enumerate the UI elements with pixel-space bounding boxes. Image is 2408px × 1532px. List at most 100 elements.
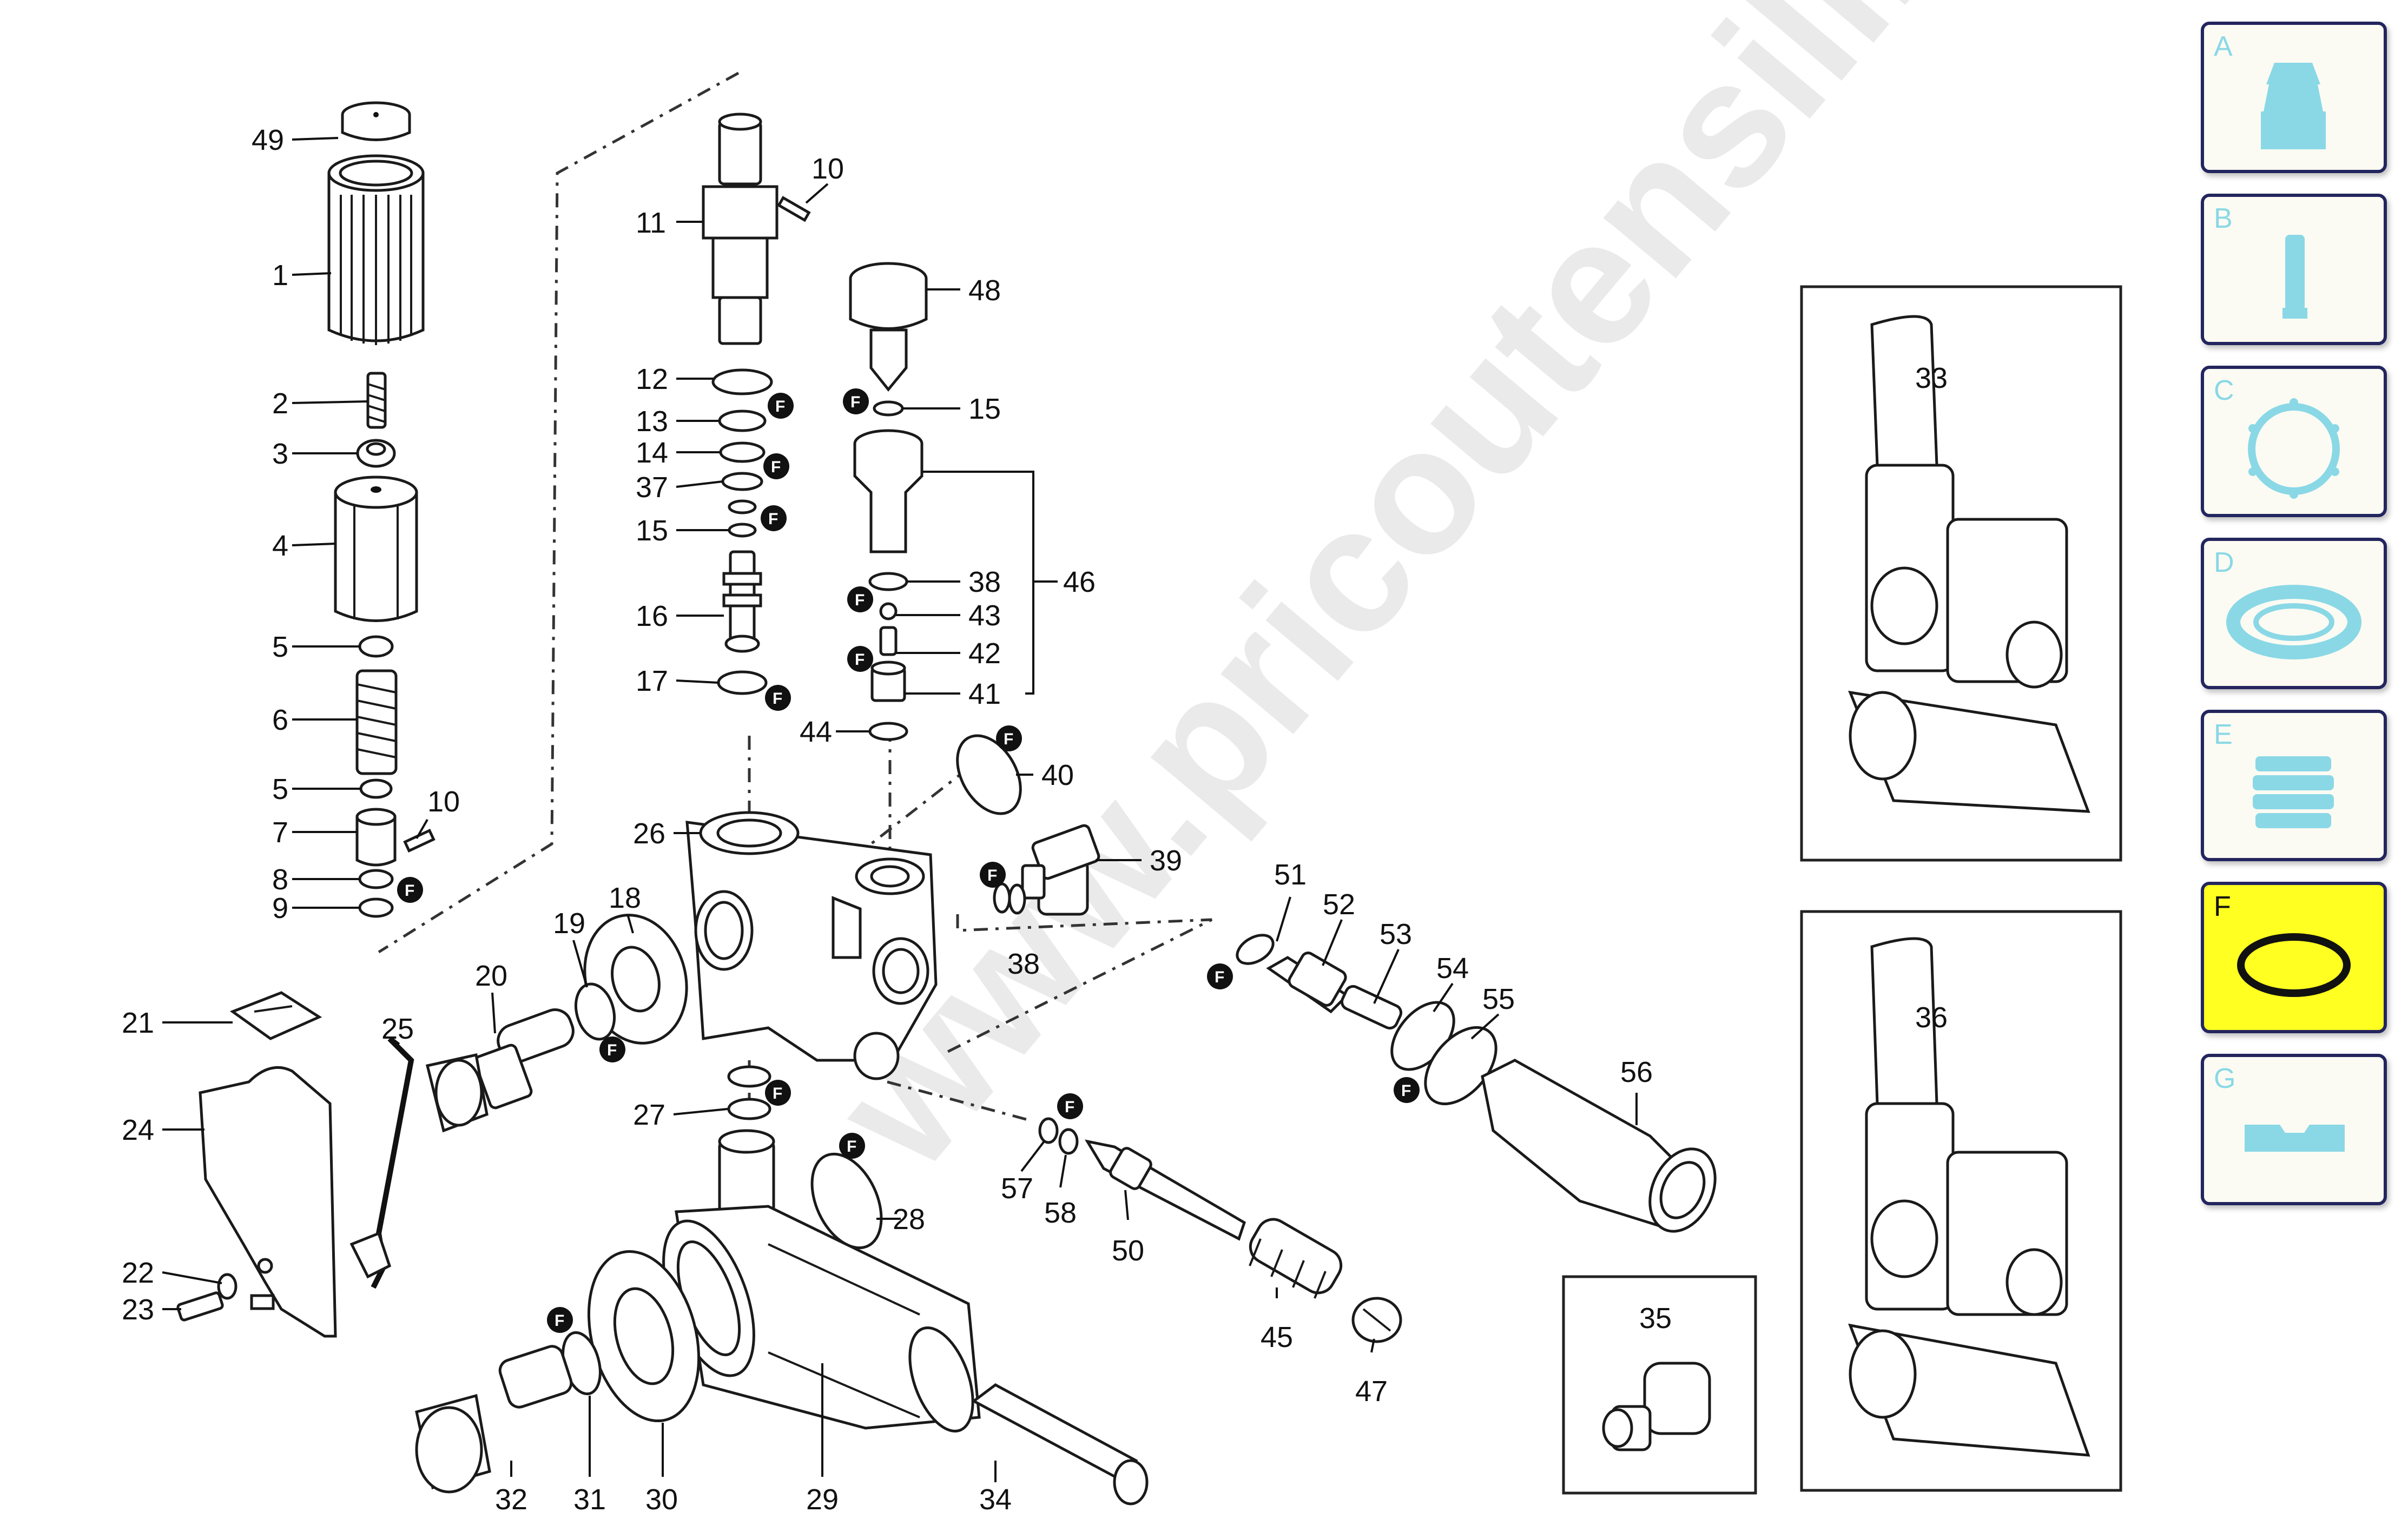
svg-text:F: F (847, 1138, 856, 1155)
label-38-top: 38 (968, 566, 1001, 598)
label-47: 47 (1355, 1375, 1388, 1408)
label-38-bottom: 38 (1007, 948, 1040, 980)
svg-text:F: F (405, 882, 414, 900)
tab-f[interactable]: F (2201, 882, 2387, 1033)
label-27: 27 (633, 1099, 665, 1131)
cylinder-icon (2282, 235, 2307, 319)
label-52: 52 (1323, 888, 1355, 921)
part-46-valve-seat (853, 429, 923, 553)
label-16: 16 (636, 600, 668, 632)
tab-a[interactable]: A (2201, 22, 2387, 173)
part-9-oring (358, 897, 394, 918)
part-8-oring (358, 869, 394, 889)
inset-36: 36 (1800, 910, 2122, 1492)
gasket-icon (2248, 398, 2340, 499)
tab-d-letter: D (2214, 547, 2234, 578)
part-22-washer (217, 1273, 237, 1300)
label-49: 49 (252, 124, 284, 156)
f-badge-15: F (761, 505, 787, 531)
f-badge-31: F (547, 1307, 573, 1333)
leader-lines (162, 137, 1910, 1482)
svg-text:F: F (855, 651, 865, 669)
part-16-piston-rod (722, 550, 762, 653)
tab-e-letter: E (2214, 719, 2233, 750)
f-badge-8: F (397, 877, 423, 903)
f-badge-38-pair: F (980, 862, 1006, 888)
part-38-oring-pair (993, 882, 1026, 915)
label-18: 18 (609, 882, 641, 914)
label-2: 2 (272, 387, 288, 420)
label-11: 11 (636, 207, 666, 239)
f-badge-15-right: F (843, 388, 869, 414)
label-20: 20 (475, 960, 507, 992)
label-28: 28 (893, 1203, 925, 1236)
label-58: 58 (1044, 1197, 1077, 1229)
part-58-oring (1058, 1128, 1079, 1155)
part-23-screw (176, 1291, 224, 1322)
tab-b-letter: B (2214, 203, 2233, 234)
tab-d[interactable]: D (2201, 538, 2387, 689)
part-5-ring-upper (358, 635, 394, 658)
label-5-lower: 5 (272, 773, 288, 805)
part-1-knob (327, 154, 425, 345)
part-4-housing (334, 476, 418, 622)
svg-text:F: F (773, 690, 782, 708)
svg-text:F: F (1401, 1082, 1411, 1100)
base-plate-icon (2245, 1125, 2345, 1152)
part-40-oring (956, 734, 1022, 815)
f-badge-13: F (768, 393, 794, 419)
tab-f-letter: F (2214, 891, 2231, 922)
label-46: 46 (1063, 566, 1096, 598)
svg-text:F: F (1004, 730, 1013, 748)
part-44-oring (868, 722, 908, 741)
part-53-spring (1340, 985, 1403, 1030)
label-12: 12 (636, 363, 668, 395)
o-ring-icon (2237, 933, 2351, 997)
label-14: 14 (636, 437, 668, 469)
fitting-icon (2261, 63, 2326, 149)
part-32-banjo-bolt (415, 1345, 573, 1494)
label-15-left: 15 (636, 514, 668, 547)
part-15-oring-right (873, 400, 904, 417)
part-15-oring-left (728, 499, 757, 538)
tab-g[interactable]: G (2201, 1054, 2387, 1205)
part-56-outlet-fitting (1481, 1059, 1717, 1233)
label-21: 21 (122, 1007, 154, 1039)
part-14-oring (719, 441, 766, 463)
part-26-valve-body (685, 811, 938, 1080)
part-43-ball (879, 602, 898, 620)
label-19: 19 (553, 907, 585, 940)
label-9: 9 (272, 892, 288, 925)
bellows-icon (2253, 756, 2334, 828)
part-27-orings (727, 1065, 771, 1120)
label-55: 55 (1482, 983, 1515, 1015)
label-32: 32 (495, 1483, 527, 1516)
label-50: 50 (1112, 1234, 1144, 1267)
label-33: 33 (1915, 362, 1948, 394)
label-31: 31 (573, 1483, 606, 1516)
tab-a-letter: A (2214, 31, 2233, 62)
label-34: 34 (979, 1483, 1012, 1516)
label-41: 41 (968, 678, 1001, 710)
label-30: 30 (645, 1483, 678, 1516)
label-1: 1 (272, 259, 288, 292)
svg-text:F: F (1215, 968, 1224, 986)
svg-text:F: F (771, 458, 781, 476)
svg-text:F: F (768, 510, 778, 528)
svg-text:F: F (850, 393, 860, 411)
tab-c[interactable]: C (2201, 366, 2387, 517)
part-20-banjo-bolt (425, 1008, 575, 1133)
part-45-spring (1249, 1218, 1343, 1299)
svg-text:F: F (607, 1041, 617, 1059)
tab-e[interactable]: E (2201, 710, 2387, 861)
part-17-oring (717, 670, 768, 695)
part-24-bracket (199, 1066, 337, 1338)
f-badge-38: F (847, 586, 873, 612)
part-7-piston (355, 808, 436, 867)
svg-text:F: F (1065, 1098, 1074, 1116)
f-badge-28: F (839, 1133, 865, 1159)
f-badge-14: F (763, 453, 789, 479)
part-39-elbow (1021, 824, 1100, 916)
tab-b[interactable]: B (2201, 194, 2387, 345)
part-55-oring (1424, 1026, 1497, 1106)
